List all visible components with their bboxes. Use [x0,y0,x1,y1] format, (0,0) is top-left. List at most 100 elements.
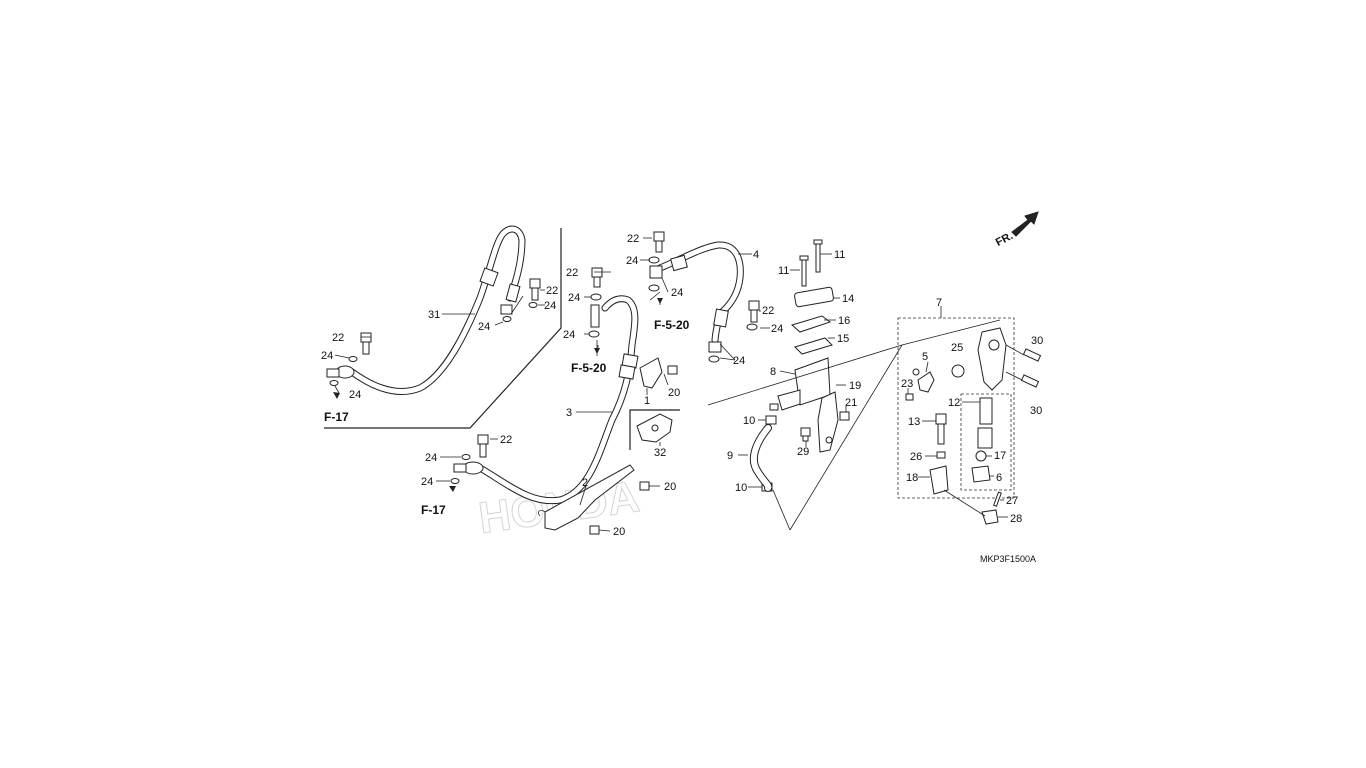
bolt-22-right-hose [708,300,760,363]
clevis-18 [929,465,949,495]
joint-5 [912,368,935,393]
callout-20: 20 [613,526,625,538]
bolt-29 [800,427,811,442]
bolt-22-lower [450,434,489,484]
bolt-11-pair [799,239,823,287]
callout-10: 10 [743,415,755,427]
circlip-17 [975,450,987,462]
callout-6: 6 [996,472,1002,484]
callout-13: 13 [908,416,920,428]
callout-19: 19 [849,380,861,392]
brake-hose-4 [656,241,744,344]
banjo-fitting-left [326,365,355,379]
callout-30: 30 [1030,405,1042,417]
callout-26: 26 [910,451,922,463]
callout-22: 22 [627,233,639,245]
callout-24: 24 [349,389,361,401]
bolt-22-mid [588,267,603,338]
section-border-32 [629,409,680,450]
callout-24: 24 [425,452,437,464]
ref-arrows [333,298,663,492]
clip-28 [981,509,999,525]
callout-4: 4 [753,249,759,261]
callout-12: 12 [948,397,960,409]
section-border-left [324,228,562,429]
callout-24: 24 [321,350,333,362]
callout-28: 28 [1010,513,1022,525]
leader-clevis [943,489,986,517]
push-rod-13 [935,413,947,445]
front-direction-arrow-icon [1011,211,1039,237]
nut-26 [936,451,946,459]
bolt-30-pair [1020,348,1042,388]
callout-18: 18 [906,472,918,484]
brake-hose-3 [476,295,639,505]
image-code: MKP3F1500A [980,554,1036,564]
washer-24-left [329,356,358,386]
callout-24: 24 [733,355,745,367]
callout-11: 11 [778,265,789,277]
bolt-22-top [648,231,665,292]
callout-7: 7 [936,297,942,309]
bolt-22-left [360,332,372,355]
callout-24: 24 [421,476,433,488]
leader-assembly-lower [789,344,903,531]
callout-9: 9 [727,450,733,462]
callout-24: 24 [771,323,783,335]
clip-32 [636,413,673,443]
diaphragm-15 [794,337,833,355]
banjo-fitting-lower [453,461,484,475]
callout-22: 22 [332,332,344,344]
callout-24: 24 [544,300,556,312]
callout-14: 14 [842,293,854,305]
bracket-19 [817,391,839,453]
callout-3: 3 [566,407,572,419]
reservoir-hose-9 [749,424,773,492]
sub-box-12 [960,393,1012,491]
callout-32: 32 [654,447,666,459]
callout-22: 22 [500,434,512,446]
callout-22: 22 [566,267,578,279]
callout-24: 24 [568,292,580,304]
leader-lines [334,237,1025,532]
assembly-box-7 [897,317,1015,499]
leader-assembly-upper [707,319,1001,406]
clamp-1 [639,357,678,389]
callout-22: 22 [546,285,558,297]
callout-5: 5 [922,351,928,363]
callout-24: 24 [626,255,638,267]
ref-F-17: F-17 [421,503,446,517]
bolt-23 [905,393,914,401]
callout-8: 8 [770,366,776,378]
front-direction-label: FR. [994,230,1015,249]
callout-20: 20 [664,481,676,493]
callout-17: 17 [994,450,1006,462]
callout-27: 27 [1006,495,1018,507]
callout-1: 1 [644,395,650,407]
callout-29: 29 [797,446,809,458]
callout-2: 2 [582,477,588,489]
bolt-21 [839,411,850,421]
callout-16: 16 [838,315,850,327]
callout-30: 30 [1031,335,1043,347]
plate-16 [790,315,832,333]
callout-24: 24 [671,287,683,299]
ref-F-5-20: F-5-20 [571,361,607,375]
callout-20: 20 [668,387,680,399]
callout-31: 31 [428,309,440,321]
hose-guide-2 [537,464,650,535]
callout-24: 24 [478,321,490,333]
cylinder-body-7 [977,327,1007,391]
brake-hose-31 [348,225,526,396]
callout-21: 21 [845,397,857,409]
callout-22: 22 [762,305,774,317]
bolt-22-upper-left [500,278,541,322]
leader-assembly-hose [772,489,791,531]
o-ring-25 [951,364,965,378]
reservoir-cap-14 [794,286,834,308]
callout-25: 25 [951,342,963,354]
ref-F-5-20: F-5-20 [654,318,690,332]
callout-24: 24 [563,329,575,341]
callout-23: 23 [901,378,913,390]
